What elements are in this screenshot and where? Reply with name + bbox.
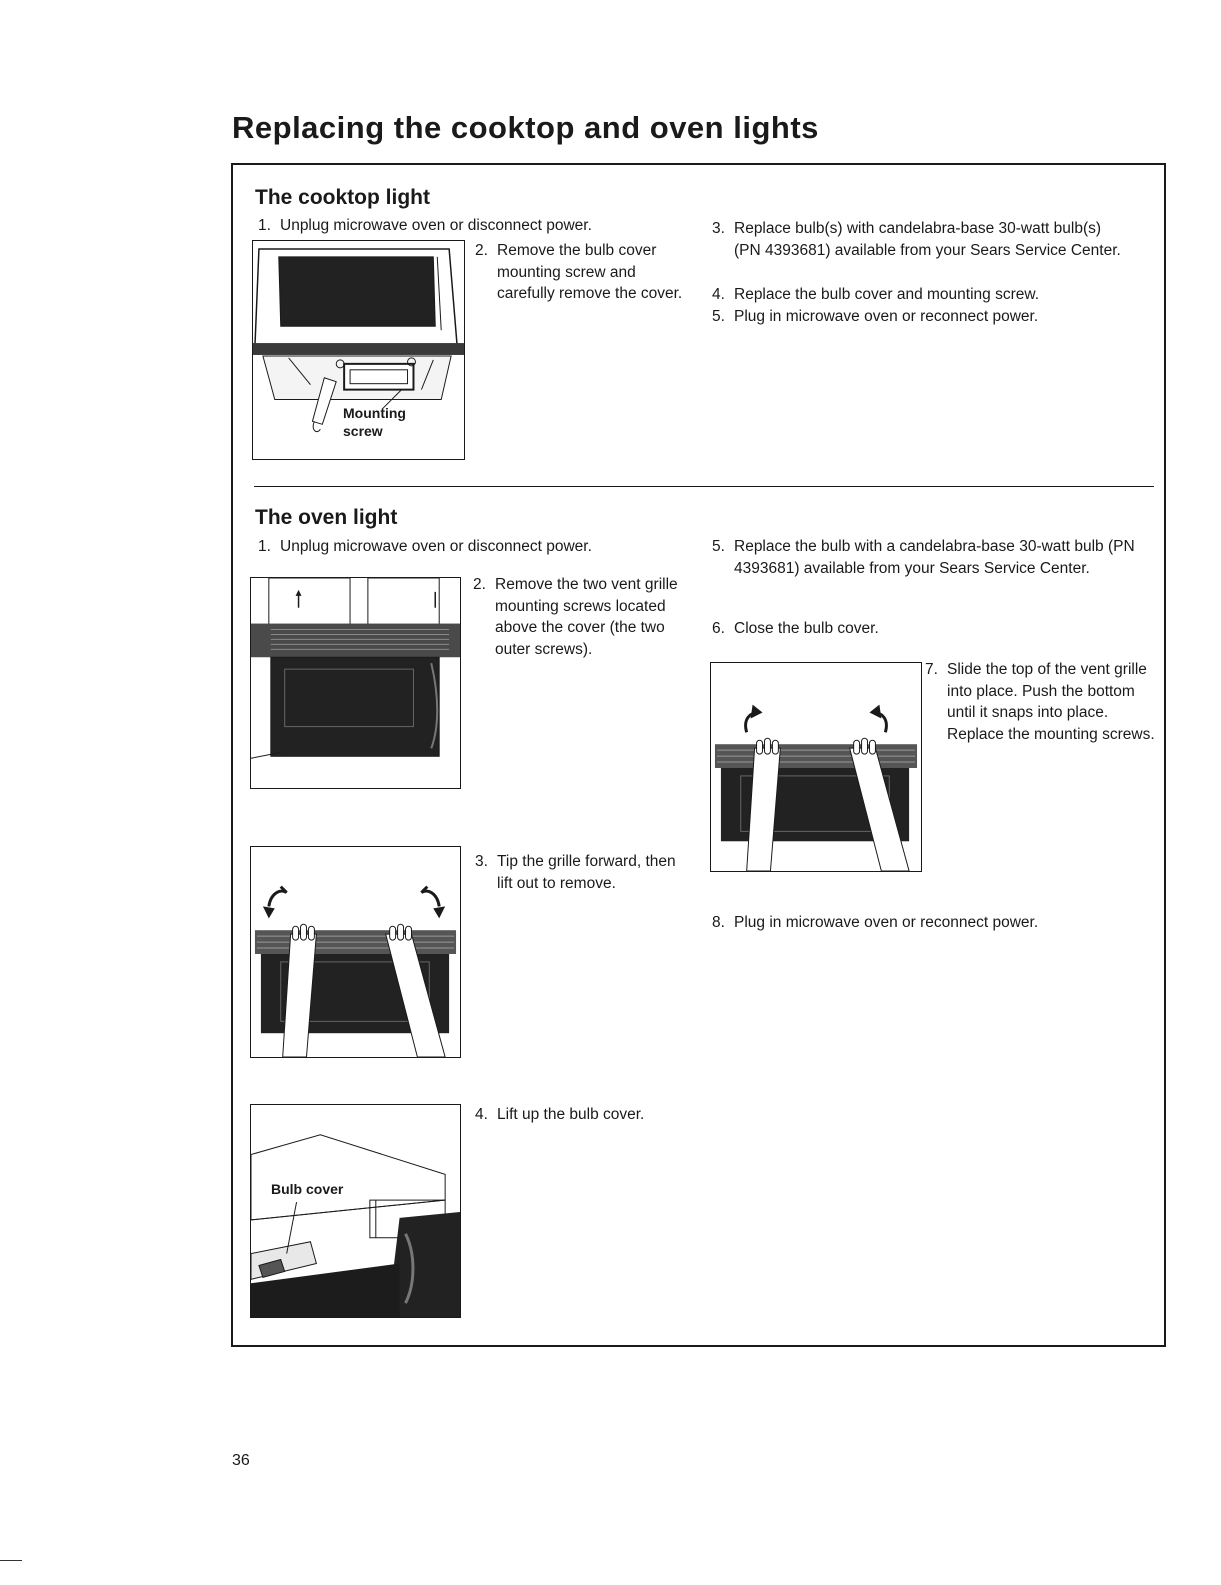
section-divider: [254, 486, 1154, 487]
bulb-cover-figure: Bulb cover: [250, 1104, 461, 1318]
corner-mark: [0, 1560, 22, 1561]
hands-removing-grille-illustration: [254, 885, 457, 1057]
oven-step-1: 1. Unplug microwave oven or disconnect p…: [258, 538, 592, 555]
bulb-cover-label: Bulb cover: [271, 1181, 344, 1197]
page-number: 36: [232, 1452, 250, 1469]
tip-grille-figure: [250, 846, 461, 1058]
cooktop-step-5: 5. Plug in microwave oven or reconnect p…: [712, 308, 1039, 325]
oven-step-4: 4. Lift up the bulb cover.: [475, 1106, 645, 1123]
oven-step-6: 6. Close the bulb cover.: [712, 620, 879, 637]
cooktop-step-4: 4. Replace the bulb cover and mounting s…: [712, 286, 1040, 303]
mounting-screw-label-line2: screw: [343, 423, 383, 439]
microwave-front-illustration: [251, 578, 460, 759]
oven-step-5: 5. Replace the bulb with a candelabra-ba…: [712, 538, 1135, 577]
cooktop-step-1: 1. Unplug microwave oven or disconnect p…: [258, 217, 592, 234]
cooktop-step-2: 2. Remove the bulb cover mounting screw …: [475, 242, 683, 302]
microwave-underside-illustration: [253, 248, 464, 433]
hands-installing-grille-illustration: [714, 704, 918, 871]
replace-grille-figure: [710, 662, 922, 872]
page-title: Replacing the cooktop and oven lights: [232, 110, 819, 145]
oven-step-8: 8. Plug in microwave oven or reconnect p…: [712, 914, 1039, 931]
oven-step-7: 7. Slide the top of the vent grille into…: [925, 661, 1155, 743]
vent-grille-screws-figure: [250, 577, 461, 789]
oven-step-3: 3. Tip the grille forward, then lift out…: [475, 853, 676, 892]
cooktop-light-figure: Mounting screw: [252, 240, 465, 460]
mounting-screw-label-line1: Mounting: [343, 405, 406, 421]
oven-light-heading: The oven light: [255, 506, 398, 529]
oven-step-2: 2. Remove the two vent grille mounting s…: [473, 576, 678, 658]
cooktop-step-3: 3. Replace bulb(s) with candelabra-base …: [712, 220, 1121, 259]
cooktop-light-heading: The cooktop light: [255, 186, 430, 209]
bulb-cover-illustration: [251, 1134, 460, 1317]
content-frame: [231, 163, 1166, 1347]
